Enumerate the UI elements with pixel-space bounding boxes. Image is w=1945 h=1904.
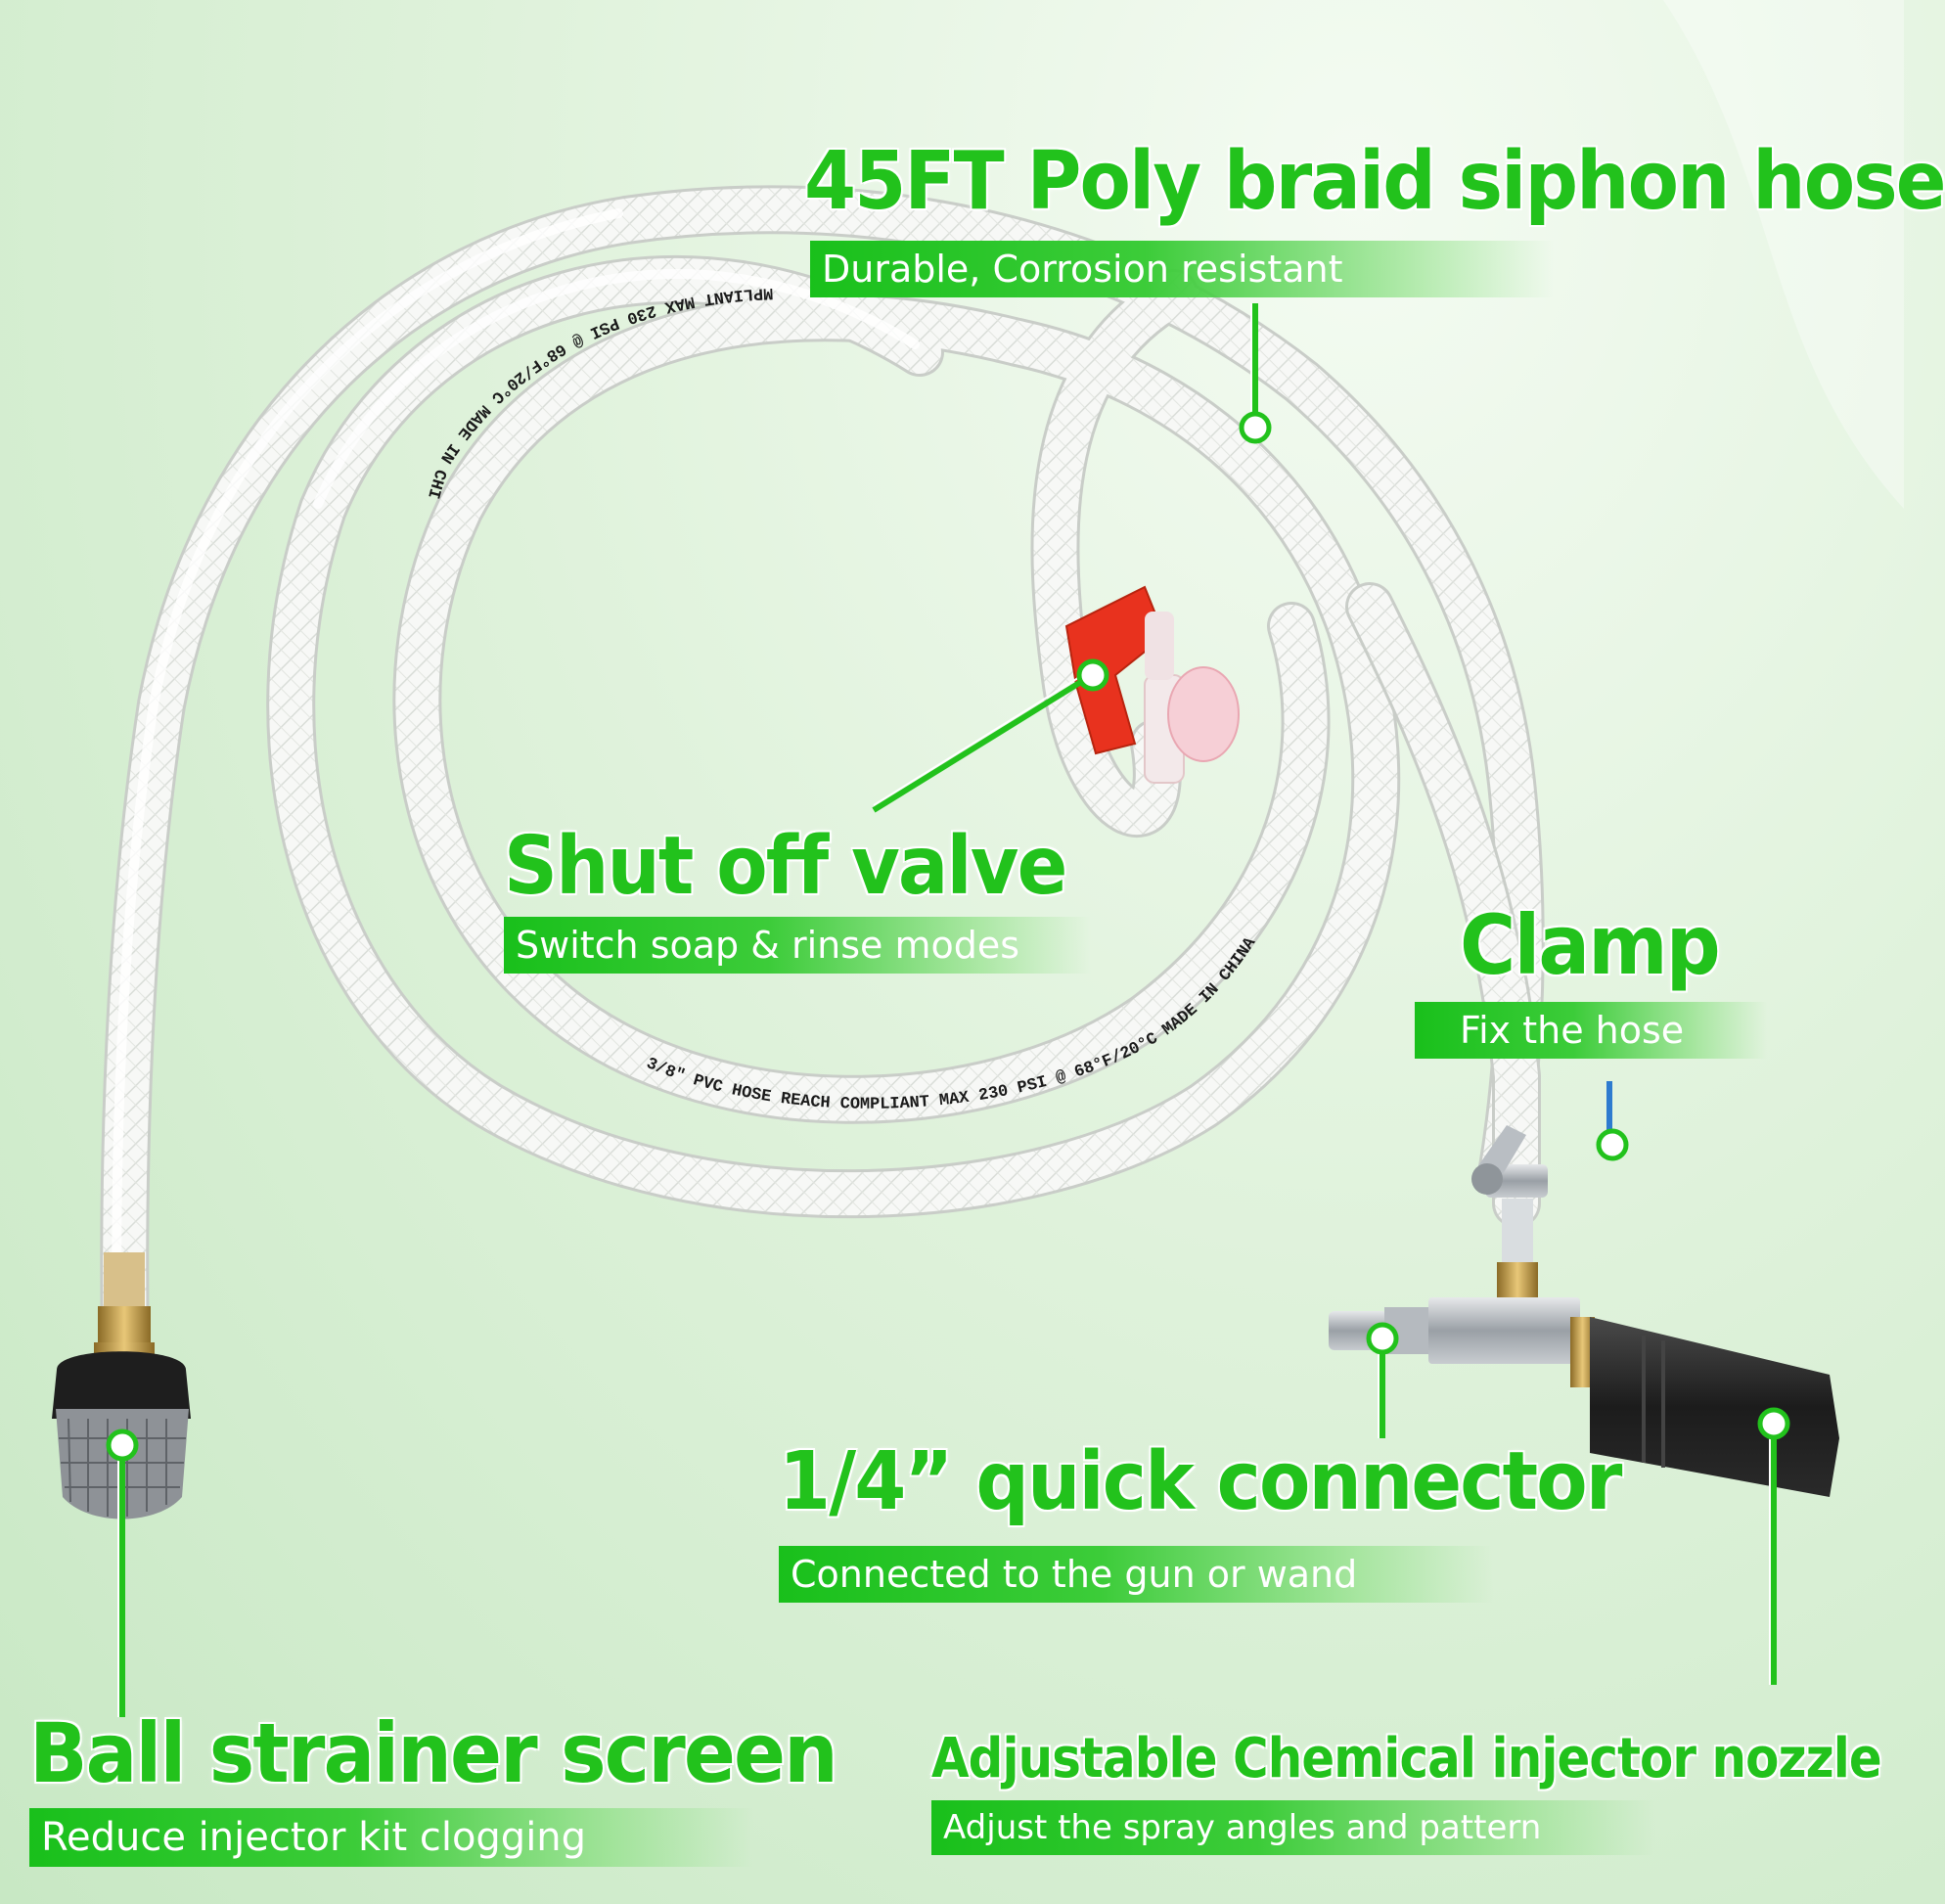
product-feature-graphic: MPLIANT MAX 230 PSI @ 68°F/20°C MADE IN … bbox=[29, 0, 1945, 1867]
strainer-subtitle: Reduce injector kit clogging bbox=[29, 1808, 753, 1867]
hose-clamp bbox=[1471, 1125, 1548, 1198]
hose-leader bbox=[1239, 303, 1272, 444]
strainer-leader bbox=[106, 1428, 139, 1717]
nozzle-title: Adjustable Chemical injector nozzle bbox=[931, 1727, 1882, 1791]
siphon-hose bbox=[100, 185, 1545, 1375]
nozzle-leader bbox=[1757, 1407, 1790, 1685]
hose-title: 45FT Poly braid siphon hose bbox=[804, 135, 1945, 228]
connector-subtitle: Connected to the gun or wand bbox=[779, 1546, 1493, 1603]
chemical-injector bbox=[1329, 1199, 1839, 1497]
ball-strainer-screen bbox=[52, 1252, 191, 1519]
callout-leaders bbox=[106, 303, 1790, 1717]
connector-leader bbox=[1366, 1322, 1399, 1438]
clamp-subtitle: Fix the hose bbox=[1415, 1002, 1767, 1059]
hose-subtitle: Durable, Corrosion resistant bbox=[810, 241, 1554, 297]
valve-subtitle: Switch soap & rinse modes bbox=[504, 917, 1091, 974]
background-wave bbox=[1663, 0, 1904, 509]
connector-title: 1/4” quick connector bbox=[779, 1435, 1622, 1528]
shut-off-valve bbox=[1064, 585, 1240, 784]
valve-leader bbox=[872, 658, 1109, 813]
valve-title: Shut off valve bbox=[504, 820, 1067, 913]
clamp-title: Clamp bbox=[1460, 897, 1721, 993]
nozzle-subtitle: Adjust the spray angles and pattern bbox=[931, 1800, 1655, 1855]
strainer-title: Ball strainer screen bbox=[29, 1705, 838, 1801]
product-illustration: MPLIANT MAX 230 PSI @ 68°F/20°C MADE IN … bbox=[52, 0, 1904, 1717]
clamp-leader bbox=[1596, 1081, 1629, 1161]
